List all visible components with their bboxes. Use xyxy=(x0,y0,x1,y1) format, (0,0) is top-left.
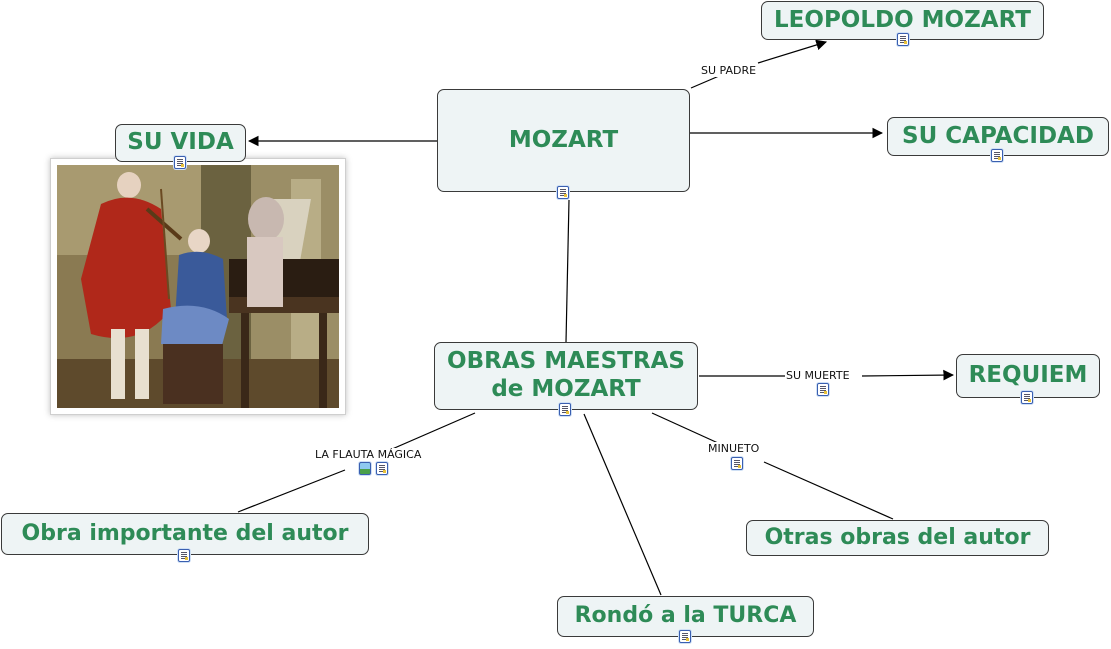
document-icon[interactable] xyxy=(557,186,569,199)
node-su-vida[interactable]: SU VIDA xyxy=(115,124,246,162)
node-su-capacidad-label: SU CAPACIDAD xyxy=(902,122,1094,149)
link-label-su-padre: SU PADRE xyxy=(701,64,757,77)
node-rondo-label: Rondó a la TURCA xyxy=(574,603,797,629)
node-obras-maestras[interactable]: OBRAS MAESTRAS de MOZART xyxy=(434,342,698,410)
node-requiem[interactable]: REQUIEM xyxy=(956,354,1100,398)
node-su-vida-label: SU VIDA xyxy=(127,129,234,156)
node-leopoldo-label: LEOPOLDO MOZART xyxy=(774,6,1031,33)
document-icon[interactable] xyxy=(178,549,190,562)
document-icon[interactable] xyxy=(376,462,388,475)
node-obra-importante[interactable]: Obra importante del autor xyxy=(1,513,369,555)
link-su-muerte-requiem xyxy=(861,369,955,381)
link-flauta-obra-importante xyxy=(237,469,346,513)
node-mozart-label: MOZART xyxy=(508,126,619,153)
link-mozart-obras xyxy=(565,199,570,343)
link-mozart-su-padre xyxy=(690,75,720,89)
node-mozart[interactable]: MOZART xyxy=(437,89,690,192)
node-requiem-label: REQUIEM xyxy=(968,362,1088,389)
document-icon[interactable] xyxy=(559,403,571,416)
link-obras-minueto xyxy=(651,412,719,444)
node-obras-line1: OBRAS MAESTRAS xyxy=(447,348,685,375)
document-icon[interactable] xyxy=(897,33,909,46)
node-otras-obras[interactable]: Otras obras del autor xyxy=(746,520,1049,556)
painting-image xyxy=(57,165,339,408)
node-su-capacidad[interactable]: SU CAPACIDAD xyxy=(887,117,1109,156)
link-obras-rondo xyxy=(583,413,662,596)
link-label-flauta: LA FLAUTA MÁGICA xyxy=(315,448,422,461)
document-icon[interactable] xyxy=(679,630,691,643)
mozart-family-painting xyxy=(50,158,346,415)
image-icon[interactable] xyxy=(359,462,371,475)
document-icon[interactable] xyxy=(991,149,1003,162)
document-icon[interactable] xyxy=(1021,391,1033,404)
node-obra-importante-label: Obra importante del autor xyxy=(21,520,349,546)
link-label-su-muerte: SU MUERTE xyxy=(786,369,850,382)
link-label-minueto: MINUETO xyxy=(708,442,760,455)
document-icon[interactable] xyxy=(174,156,186,169)
node-obras-line2: de MOZART xyxy=(491,376,641,402)
node-otras-obras-label: Otras obras del autor xyxy=(764,524,1031,550)
document-icon[interactable] xyxy=(731,457,743,470)
link-su-padre-leopoldo xyxy=(757,39,828,64)
link-minueto-otras xyxy=(763,461,894,520)
document-icon[interactable] xyxy=(817,383,829,396)
